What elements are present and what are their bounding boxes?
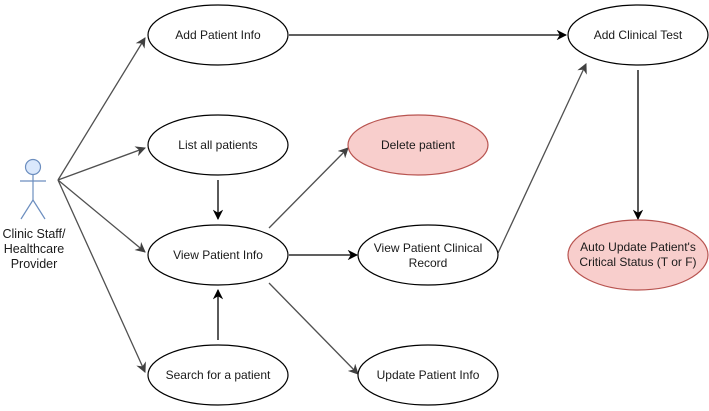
actor-label-line-3: Provider xyxy=(11,257,58,271)
actor-clinic-staff: Clinic Staff/ Healthcare Provider xyxy=(3,158,67,271)
use-case-view-clinical-record[interactable]: View Patient Clinical Record xyxy=(357,224,499,286)
use-case-delete-patient[interactable]: Delete patient xyxy=(347,114,489,176)
use-case-label: Delete patient xyxy=(381,138,456,152)
use-case-view-patient-info[interactable]: View Patient Info xyxy=(147,224,289,286)
use-case-add-clinical-test[interactable]: Add Clinical Test xyxy=(567,4,709,66)
actor-label-line-2: Healthcare xyxy=(4,242,64,256)
use-case-label-line-2: Critical Status (T or F) xyxy=(579,255,696,269)
actor-label-line-1: Clinic Staff/ xyxy=(3,227,67,241)
use-case-list-all-patients[interactable]: List all patients xyxy=(147,114,289,176)
use-case-label-line-2: Record xyxy=(409,256,448,270)
use-case-update-patient-info[interactable]: Update Patient Info xyxy=(357,344,499,406)
use-case-label: Search for a patient xyxy=(166,368,271,382)
use-case-label: Update Patient Info xyxy=(377,368,480,382)
use-case-label: Add Patient Info xyxy=(175,28,261,42)
use-case-label: View Patient Info xyxy=(173,248,263,262)
edge-actor-to-list-all-patients xyxy=(57,146,146,181)
use-case-label-line-1: View Patient Clinical xyxy=(374,241,483,255)
edges xyxy=(57,29,644,375)
use-case-add-patient-info[interactable]: Add Patient Info xyxy=(147,4,289,66)
use-case-auto-update-status[interactable]: Auto Update Patient's Critical Status (T… xyxy=(567,219,709,291)
use-case-label-line-1: Auto Update Patient's xyxy=(580,240,696,254)
edge-actor-to-view-patient-info xyxy=(57,179,146,253)
edge-actor-to-add-patient-info xyxy=(57,37,146,181)
use-case-search-for-patient[interactable]: Search for a patient xyxy=(147,344,289,406)
use-case-label: List all patients xyxy=(178,138,257,152)
edge-clinical-record-to-add-clinical-test xyxy=(497,63,587,254)
edge-view-patient-info-to-update-patient-info xyxy=(268,282,359,375)
edge-actor-to-search-for-patient xyxy=(57,179,146,373)
use-case-label: Add Clinical Test xyxy=(594,28,683,42)
edge-view-patient-info-to-delete-patient xyxy=(268,147,349,229)
stick-figure-icon xyxy=(20,158,46,220)
